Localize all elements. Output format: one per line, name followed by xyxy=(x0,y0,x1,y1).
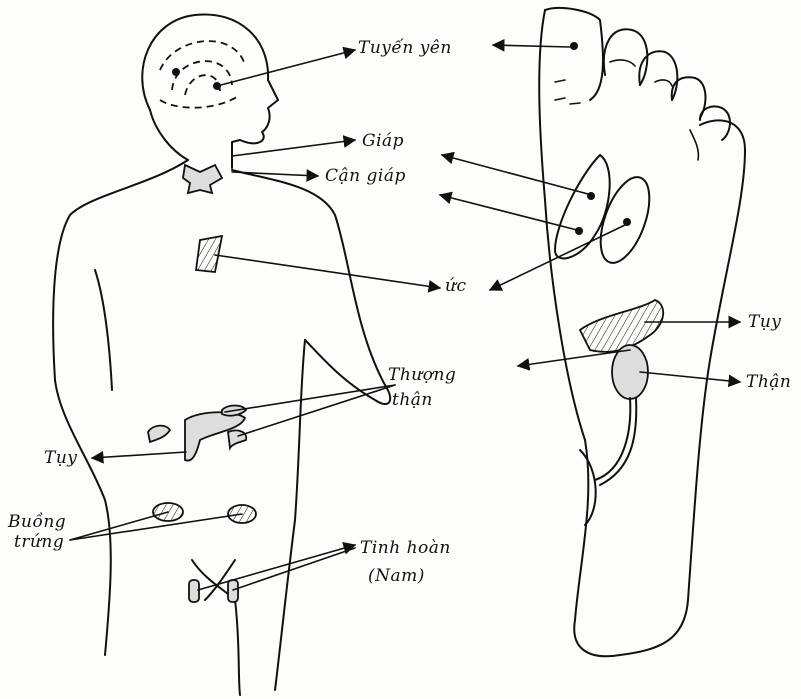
label-pancreas-foot: Tụy xyxy=(748,312,781,332)
label-pituitary: Tuyến yên xyxy=(358,38,452,58)
point-foot-pituitary xyxy=(570,42,578,50)
testis-left-organ xyxy=(189,580,199,602)
label-thymus: ức xyxy=(445,276,466,296)
thymus-organ xyxy=(196,236,222,272)
ureter-line-foot xyxy=(595,398,630,480)
label-kidney: Thận xyxy=(746,372,791,392)
adrenal-right-organ xyxy=(228,430,246,448)
label-ovary-1: Buồng xyxy=(8,512,66,532)
label-thyroid: Giáp xyxy=(362,131,404,151)
point-foot-parathyroid xyxy=(575,227,583,235)
label-adrenal-2: thận xyxy=(392,390,433,410)
body-outline xyxy=(53,14,390,695)
label-parathyroid: Cận giáp xyxy=(325,166,406,186)
point-pituitary xyxy=(172,68,180,76)
label-testis: Tinh hoàn xyxy=(360,538,451,558)
label-pancreas-body: Tụy xyxy=(44,448,77,468)
label-ovary-2: trứng xyxy=(14,532,64,552)
testis-right-organ xyxy=(228,580,238,602)
label-adrenal-1: Thượng xyxy=(388,365,456,385)
label-male: (Nam) xyxy=(368,566,425,586)
pancreas-zone-foot xyxy=(580,300,663,352)
thyroid-organ xyxy=(183,165,222,193)
point-foot-thyroid xyxy=(587,192,595,200)
adrenal-left-organ xyxy=(148,426,170,442)
